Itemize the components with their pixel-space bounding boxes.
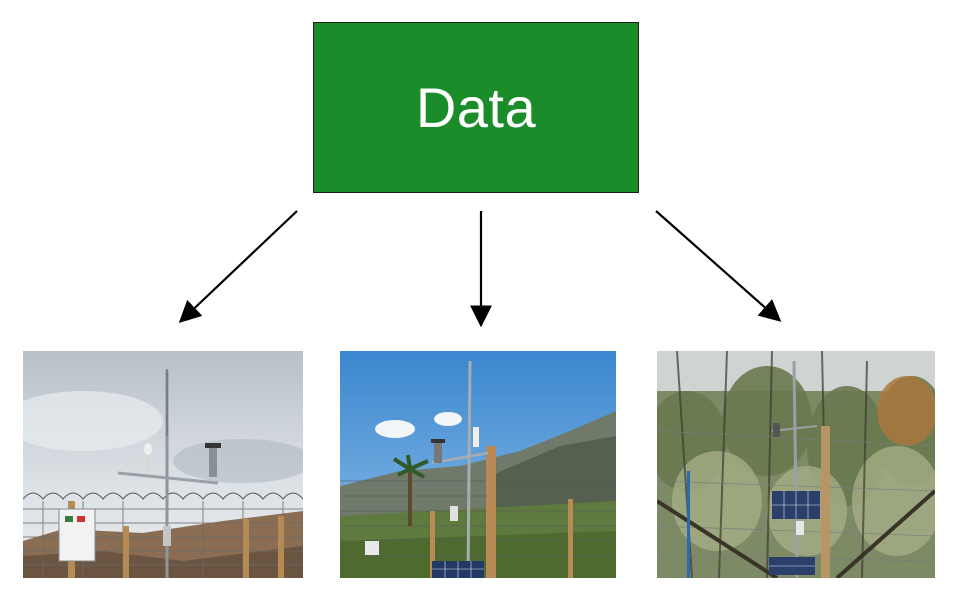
- arrow-right: [655, 210, 782, 322]
- data-node: Data: [313, 22, 639, 193]
- weather-station-photo-2: [340, 351, 616, 578]
- weather-station-photo-3: [657, 351, 935, 578]
- data-node-label: Data: [415, 76, 537, 139]
- arrow-left: [178, 210, 298, 324]
- weather-station-photo-1: [23, 351, 303, 578]
